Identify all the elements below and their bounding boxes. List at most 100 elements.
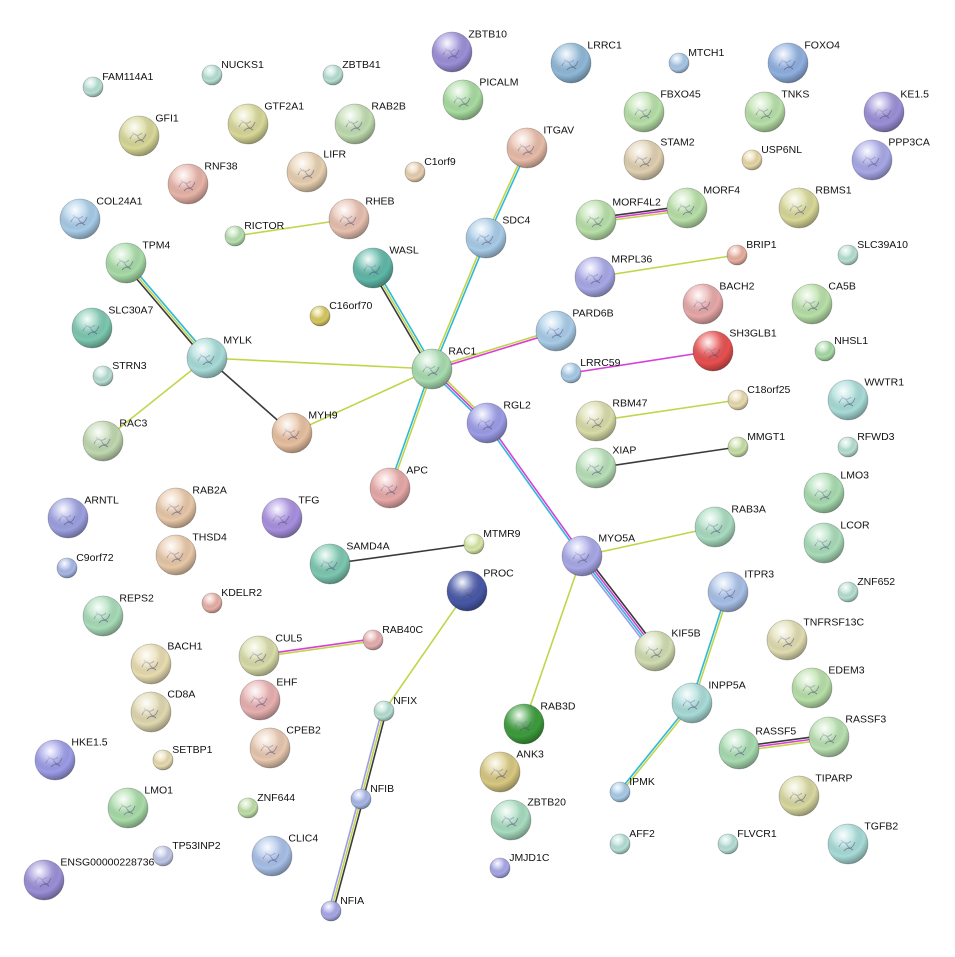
node-LCOR[interactable]: LCOR (803, 520, 870, 564)
node-NUCKS1[interactable]: NUCKS1 (201, 59, 264, 86)
node-SETBP1[interactable]: SETBP1 (152, 744, 213, 771)
node-CUL5[interactable]: CUL5 (238, 633, 302, 677)
node-SH3GLB1[interactable]: SH3GLB1 (692, 328, 777, 372)
node-ZNF652[interactable]: ZNF652 (837, 576, 895, 603)
node-MYH9[interactable]: MYH9 (271, 410, 338, 454)
node-BACH2[interactable]: BACH2 (682, 281, 755, 325)
node-CLIC4[interactable]: CLIC4 (251, 833, 318, 877)
node-C18orf25[interactable]: C18orf25 (727, 384, 791, 411)
node-FOXO4[interactable]: FOXO4 (767, 40, 840, 84)
node-AFF2[interactable]: AFF2 (609, 828, 655, 855)
node-ZBTB20[interactable]: ZBTB20 (490, 797, 566, 841)
node-TPM4[interactable]: TPM4 (105, 240, 171, 284)
node-COL24A1[interactable]: COL24A1 (59, 196, 143, 240)
node-CD8A[interactable]: CD8A (130, 689, 195, 733)
node-MTMR9[interactable]: MTMR9 (463, 528, 521, 555)
node-RHEB[interactable]: RHEB (328, 196, 395, 240)
node-BRIP1[interactable]: BRIP1 (726, 239, 777, 266)
node-INPP5A[interactable]: INPP5A (671, 680, 746, 724)
node-KIF5B[interactable]: KIF5B (634, 628, 701, 672)
node-APC[interactable]: APC (369, 465, 428, 509)
node-RNF38[interactable]: RNF38 (167, 161, 238, 205)
node-LMO3[interactable]: LMO3 (803, 470, 869, 514)
node-NFIX[interactable]: NFIX (373, 695, 417, 722)
node-FLVCR1[interactable]: FLVCR1 (717, 828, 777, 855)
node-FAM114A1[interactable]: FAM114A1 (82, 71, 154, 98)
node-RICTOR[interactable]: RICTOR (224, 220, 285, 247)
node-LMO1[interactable]: LMO1 (107, 785, 173, 829)
node-PROC[interactable]: PROC (446, 568, 514, 612)
node-CA5B[interactable]: CA5B (791, 281, 856, 325)
node-GFI1[interactable]: GFI1 (118, 113, 179, 157)
node-C16orf70[interactable]: C16orf70 (309, 300, 373, 327)
node-MYLK[interactable]: MYLK (186, 335, 252, 379)
node-ANK3[interactable]: ANK3 (479, 749, 544, 793)
node-PPP3CA[interactable]: PPP3CA (851, 137, 930, 181)
node-RAB2A[interactable]: RAB2A (155, 485, 227, 529)
node-RAB3A[interactable]: RAB3A (694, 504, 766, 548)
node-IPMK[interactable]: IPMK (609, 776, 655, 803)
node-ARNTL[interactable]: ARNTL (47, 495, 119, 539)
node-HKE1.5[interactable]: HKE1.5 (34, 737, 108, 781)
node-ITGAV[interactable]: ITGAV (506, 125, 574, 169)
node-RGL2[interactable]: RGL2 (466, 400, 531, 444)
node-SAMD4A[interactable]: SAMD4A (309, 541, 390, 585)
node-XIAP[interactable]: XIAP (575, 445, 636, 489)
node-RAC1[interactable]: RAC1 (411, 346, 477, 390)
node-RAC3[interactable]: RAC3 (82, 418, 148, 462)
node-RASSF3[interactable]: RASSF3 (808, 714, 886, 758)
node-RAB2B[interactable]: RAB2B (334, 101, 406, 145)
node-RBMS1[interactable]: RBMS1 (778, 185, 852, 229)
node-MRPL36[interactable]: MRPL36 (574, 254, 652, 298)
node-WWTR1[interactable]: WWTR1 (827, 377, 904, 421)
node-GTF2A1[interactable]: GTF2A1 (227, 101, 304, 145)
node-SDC4[interactable]: SDC4 (465, 215, 531, 259)
node-ITPR3[interactable]: ITPR3 (707, 569, 774, 613)
node-ZBTB10[interactable]: ZBTB10 (431, 29, 507, 73)
node-TFG[interactable]: TFG (261, 495, 319, 539)
node-WASL[interactable]: WASL (352, 245, 419, 289)
node-SLC30A7[interactable]: SLC30A7 (71, 305, 154, 349)
node-LRRC59[interactable]: LRRC59 (560, 357, 621, 384)
node-PARD6B[interactable]: PARD6B (535, 308, 614, 352)
node-NFIA[interactable]: NFIA (320, 895, 364, 922)
node-ZBTB41[interactable]: ZBTB41 (322, 59, 381, 86)
node-MTCH1[interactable]: MTCH1 (668, 47, 725, 74)
node-STRN3[interactable]: STRN3 (92, 360, 147, 387)
node-MYO5A[interactable]: MYO5A (561, 533, 635, 577)
node-TGFB2[interactable]: TGFB2 (827, 821, 898, 865)
node-EDEM3[interactable]: EDEM3 (791, 665, 865, 709)
node-SLC39A10[interactable]: SLC39A10 (837, 239, 908, 266)
node-ZNF644[interactable]: ZNF644 (237, 792, 295, 819)
node-NFIB[interactable]: NFIB (350, 783, 394, 810)
node-TIPARP[interactable]: TIPARP (778, 773, 853, 817)
node-MORF4L2[interactable]: MORF4L2 (575, 197, 661, 241)
node-FBXO45[interactable]: FBXO45 (623, 89, 701, 133)
node-THSD4[interactable]: THSD4 (155, 532, 227, 576)
node-NHSL1[interactable]: NHSL1 (814, 335, 868, 362)
node-JMJD1C[interactable]: JMJD1C (489, 852, 550, 879)
node-KDELR2[interactable]: KDELR2 (201, 587, 262, 614)
node-C1orf9[interactable]: C1orf9 (404, 156, 456, 183)
node-PICALM[interactable]: PICALM (442, 77, 518, 121)
node-RAB40C[interactable]: RAB40C (362, 624, 423, 651)
node-RFWD3[interactable]: RFWD3 (837, 431, 895, 458)
node-C9orf72[interactable]: C9orf72 (56, 552, 114, 579)
node-KE1.5[interactable]: KE1.5 (863, 89, 929, 133)
node-TP53INP2[interactable]: TP53INP2 (152, 840, 221, 867)
node-MMGT1[interactable]: MMGT1 (727, 431, 785, 458)
node-EHF[interactable]: EHF (239, 677, 297, 721)
node-CPEB2[interactable]: CPEB2 (249, 725, 321, 769)
node-TNKS[interactable]: TNKS (744, 89, 809, 133)
node-STAM2[interactable]: STAM2 (623, 137, 695, 181)
node-LIFR[interactable]: LIFR (286, 149, 347, 193)
node-LRRC1[interactable]: LRRC1 (550, 40, 622, 84)
node-USP6NL[interactable]: USP6NL (741, 144, 802, 171)
node-TNFRSF13C[interactable]: TNFRSF13C (766, 617, 864, 661)
node-MORF4[interactable]: MORF4 (666, 185, 740, 229)
node-REPS2[interactable]: REPS2 (82, 593, 154, 637)
node-RASSF5[interactable]: RASSF5 (718, 726, 796, 770)
node-RBM47[interactable]: RBM47 (575, 398, 648, 442)
node-BACH1[interactable]: BACH1 (130, 641, 203, 685)
node-RAB3D[interactable]: RAB3D (503, 701, 576, 745)
